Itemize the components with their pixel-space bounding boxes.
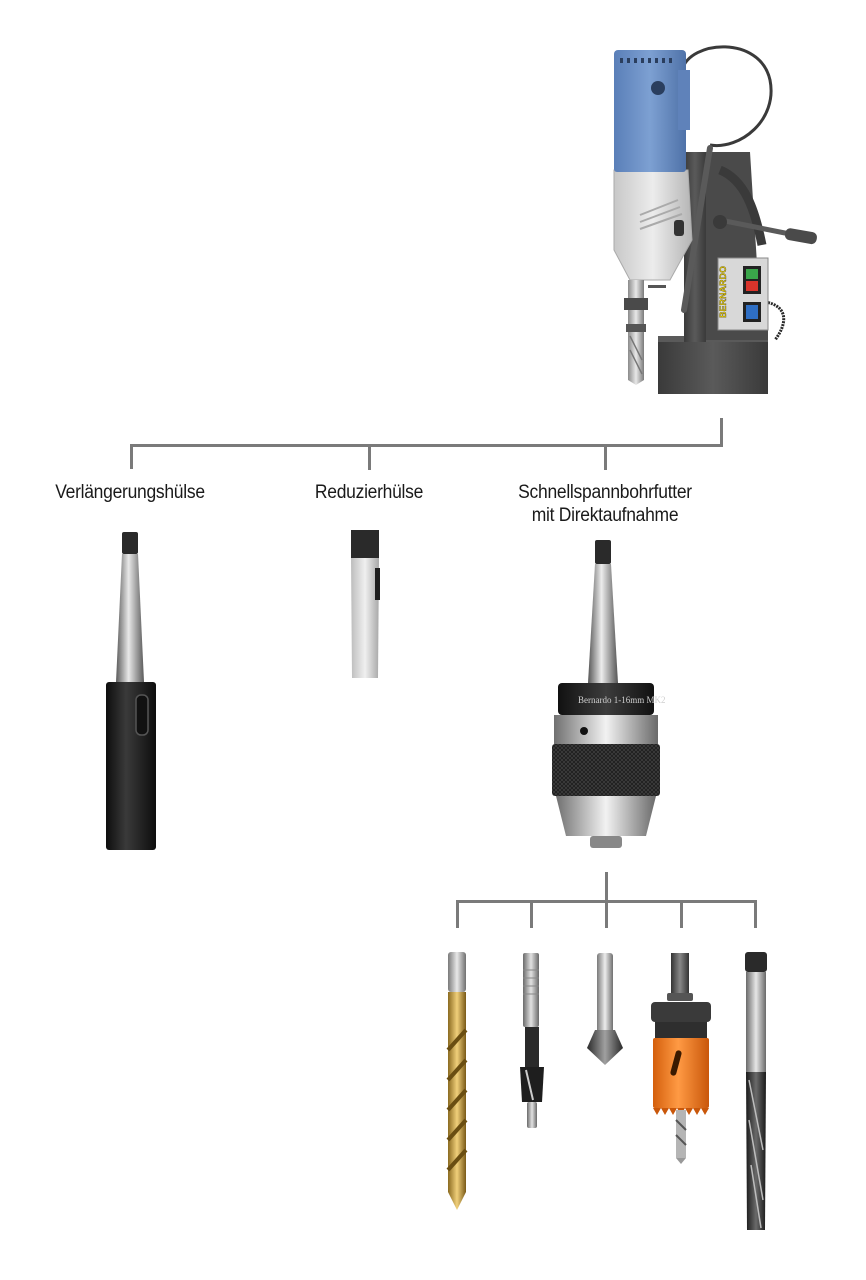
connector-branch-verlaengerung xyxy=(130,444,133,469)
label-verlaengerungshuelse: Verlängerungshülse xyxy=(55,482,205,503)
connector-tool-4 xyxy=(680,900,683,928)
bohrfutter-engraving: Bernardo 1-16mm MK2 xyxy=(578,695,666,705)
label-reduzierhuelse: Reduzierhülse xyxy=(314,482,424,503)
drill-brand-logo: BERNARDO xyxy=(718,266,728,318)
drill-magnet-button xyxy=(746,305,758,319)
reduzierhuelse-image xyxy=(351,530,380,678)
tool-reibahle-image xyxy=(745,952,767,1230)
connector-main-horizontal xyxy=(130,444,723,447)
label-bohrfutter-line1: Schnellspannbohrfutter xyxy=(518,482,692,503)
connector-branch-bohrfutter xyxy=(604,444,607,470)
tool-kegelsenker-image xyxy=(587,953,623,1065)
label-bohrfutter-line2: mit Direktaufnahme xyxy=(531,505,679,526)
tool-flachsenker-image xyxy=(520,953,544,1128)
connector-tool-1 xyxy=(456,900,459,928)
tool-lochsaege-image xyxy=(651,953,711,1164)
connector-branch-reduzier xyxy=(368,444,371,470)
verlaengerungshuelse-image xyxy=(106,532,156,850)
magnetic-drill-image: BERNARDO xyxy=(613,45,817,394)
connector-tools-vertical xyxy=(605,872,608,902)
drill-magnet-base xyxy=(658,336,768,394)
connector-root-vertical xyxy=(720,418,723,447)
lochsaege-orange-body xyxy=(653,1038,709,1108)
drill-stop-button xyxy=(746,281,758,291)
drill-motor-housing xyxy=(614,50,686,150)
tool-spiralbohrer-image xyxy=(446,952,468,1210)
drill-start-button xyxy=(746,269,758,279)
connector-tool-3 xyxy=(605,900,608,928)
bohrfutter-image: Bernardo 1-16mm MK2 xyxy=(552,540,666,848)
connector-tool-5 xyxy=(754,900,757,928)
connector-tool-2 xyxy=(530,900,533,928)
